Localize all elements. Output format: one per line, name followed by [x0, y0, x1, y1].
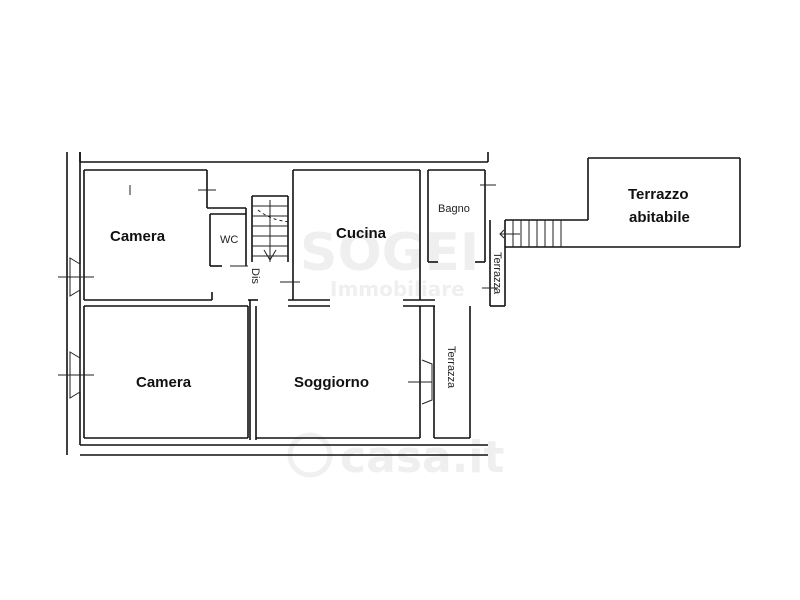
room-soggiorno [256, 306, 433, 439]
room-bagno [427, 169, 496, 263]
room-cucina [280, 169, 435, 307]
external-stairs [499, 219, 565, 248]
stairs-arrow-icon [263, 249, 277, 261]
label-bagno: Bagno [438, 203, 470, 215]
room-camera-top [83, 169, 216, 301]
window-left-bottom [58, 351, 94, 399]
watermark-portal: casa.it [287, 432, 504, 483]
label-terrazza-vertical: Terrazza [491, 252, 503, 295]
label-terrazzo-abitabile-line1: Terrazzo [628, 186, 689, 203]
watermark-agency: SOGEI Immobiliare [300, 223, 479, 301]
room-camera-bottom [83, 305, 249, 439]
stairs-break-line [257, 209, 291, 223]
outer-walls [66, 152, 489, 456]
watermark-portal-text: casa.it [340, 432, 504, 483]
room-terrazzo-abitabile [565, 157, 741, 248]
label-cucina: Cucina [336, 225, 387, 242]
label-terrazzo-abitabile-line2: abitabile [629, 209, 690, 226]
label-soggiorno: Soggiorno [294, 374, 369, 391]
room-terrazza-lower [433, 306, 471, 439]
room-wc [207, 207, 248, 267]
label-terrazza-lower: Terrazza [445, 346, 457, 389]
label-wc: WC [220, 234, 238, 246]
label-dis: Dis [249, 268, 261, 284]
watermark-agency-text: SOGEI [300, 223, 479, 283]
label-camera-top: Camera [110, 228, 166, 245]
watermark-agency-sub: Immobiliare [330, 277, 465, 301]
window-left-top [58, 257, 94, 297]
label-camera-bottom: Camera [136, 374, 192, 391]
stairs [251, 195, 291, 262]
corridor-dis [248, 299, 258, 440]
